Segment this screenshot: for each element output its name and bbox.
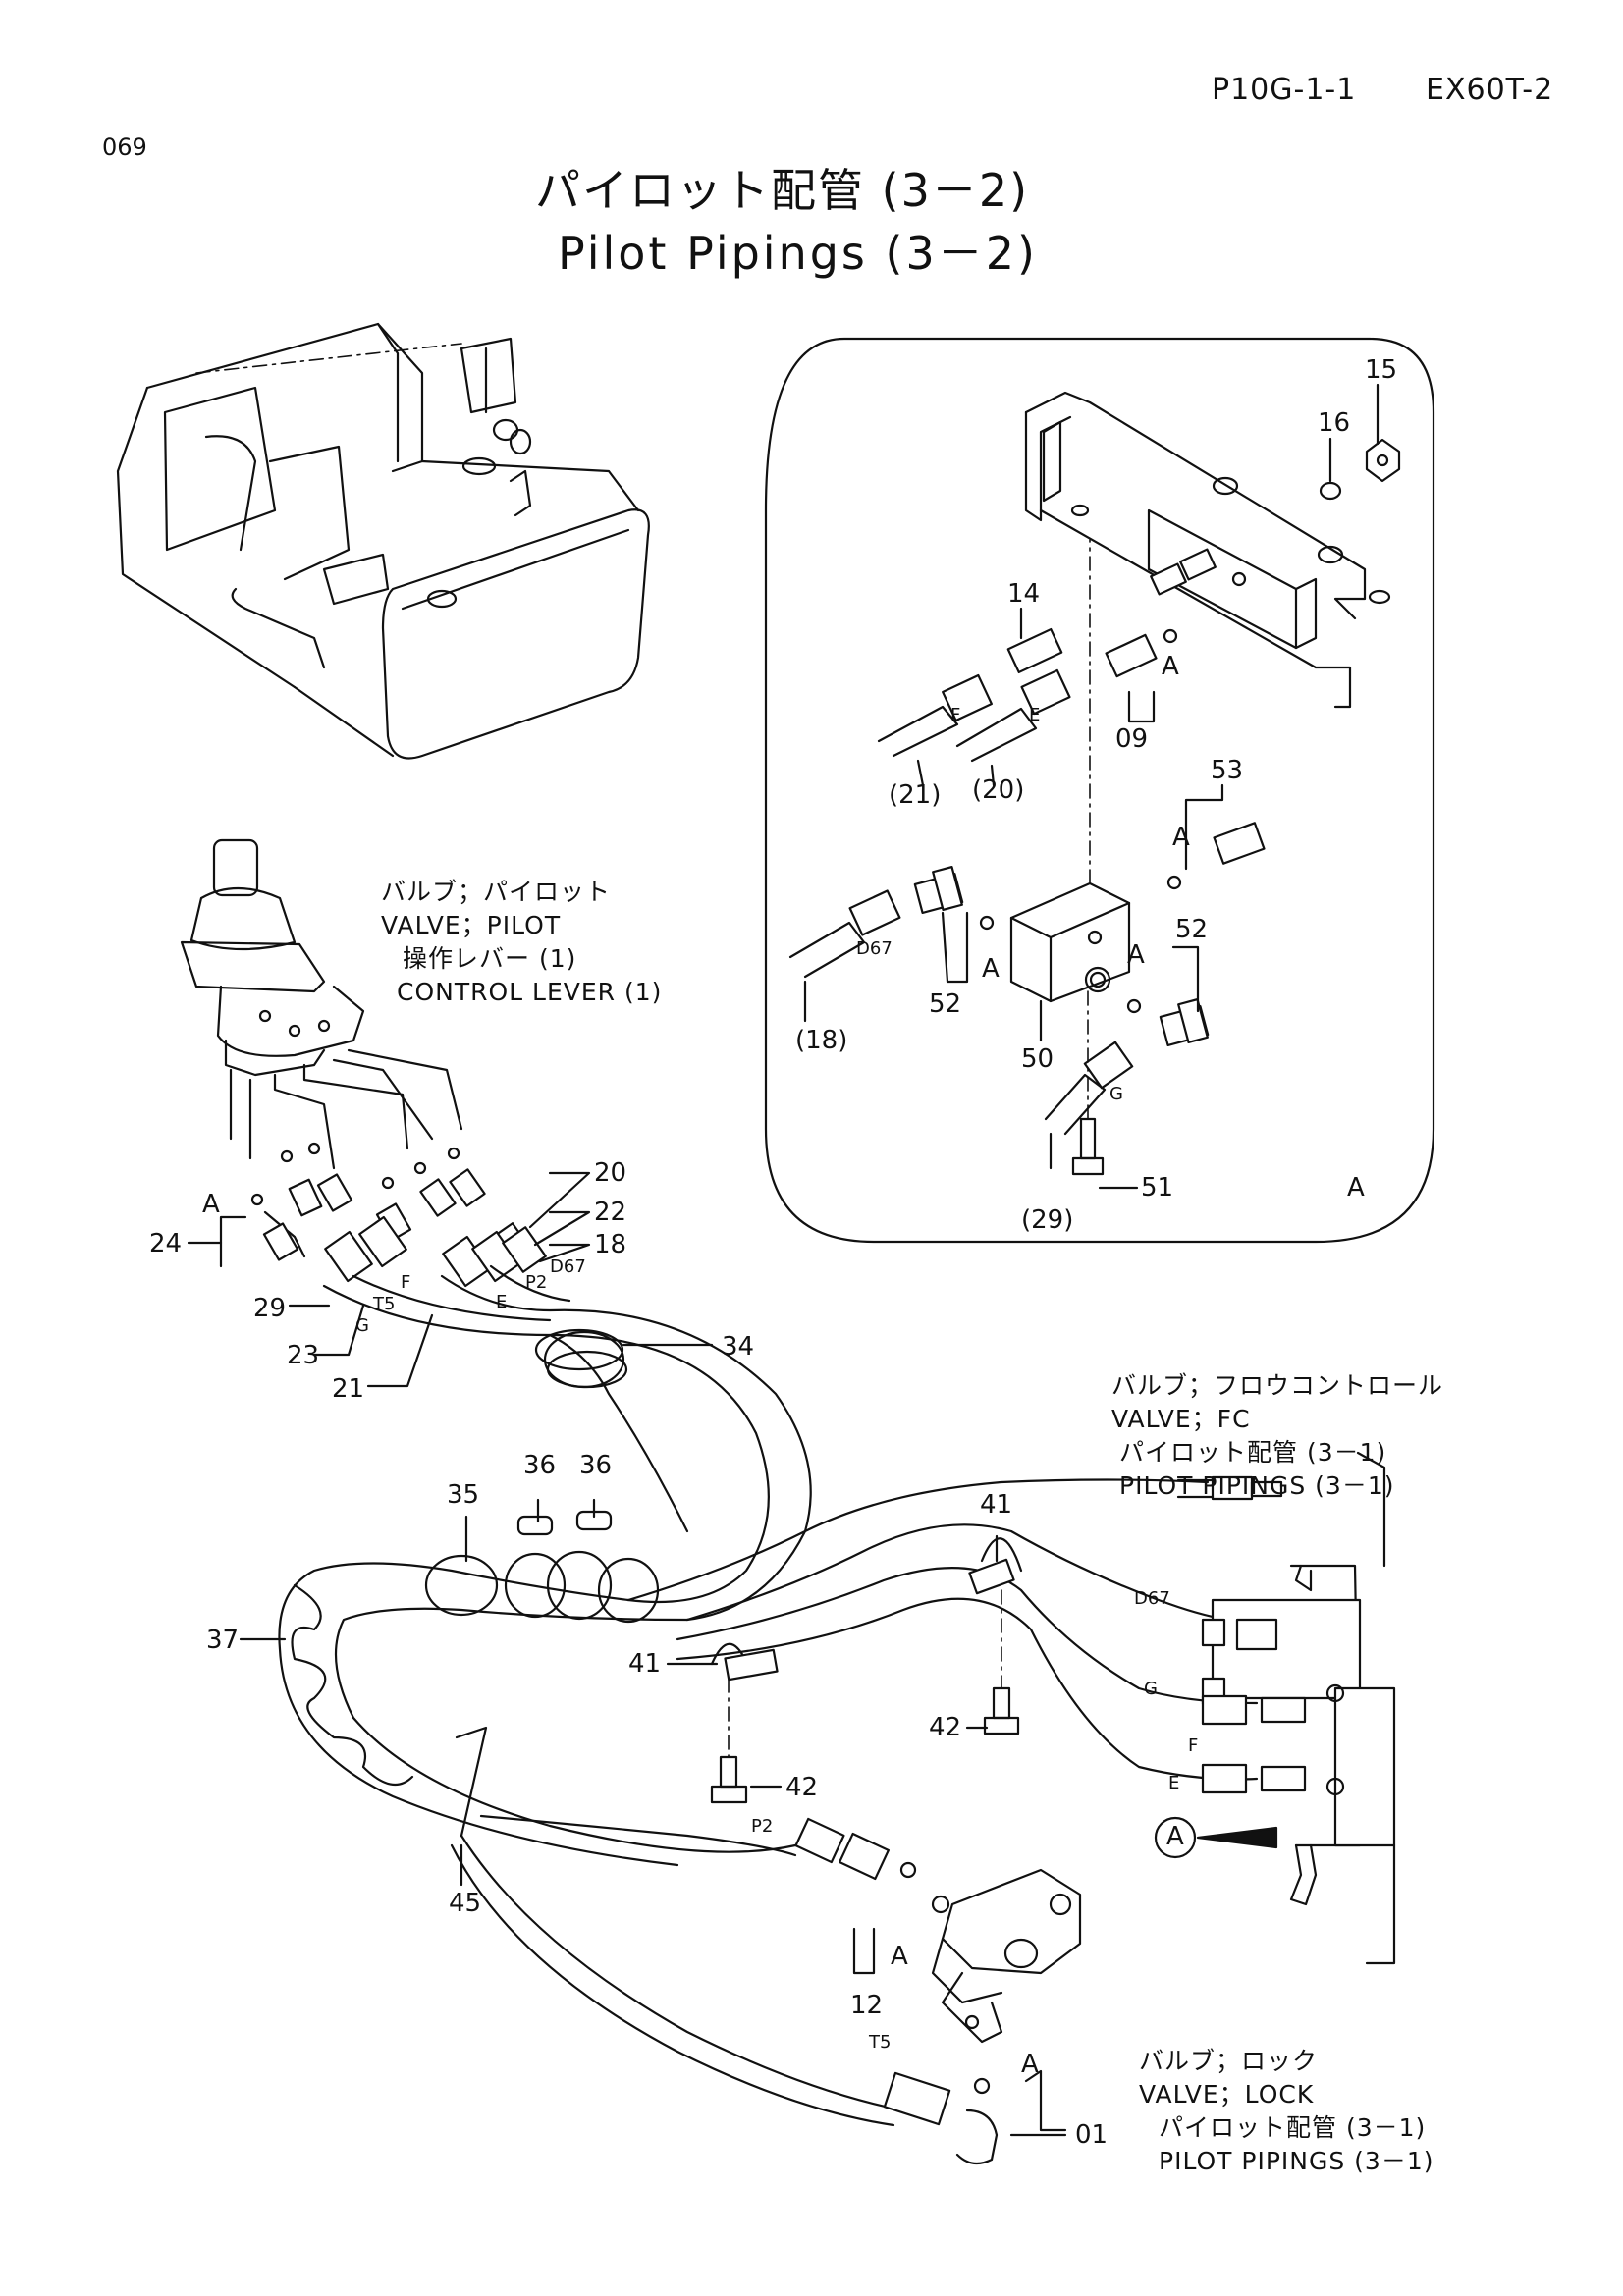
callout-21-ref: (21) — [889, 780, 942, 810]
callout-21: 21 — [332, 1374, 365, 1404]
port-e-right: E — [1168, 1773, 1180, 1793]
callout-34: 34 — [722, 1332, 755, 1362]
callout-22: 22 — [594, 1198, 627, 1227]
detail-port-e: E — [1029, 705, 1041, 725]
detail-mark-a1: A — [1162, 652, 1179, 681]
callout-29-ref: (29) — [1021, 1205, 1074, 1235]
callout-37: 37 — [206, 1626, 240, 1655]
port-d67-upper: D67 — [550, 1256, 586, 1277]
page-number: 069 — [102, 133, 147, 161]
callout-29: 29 — [253, 1294, 287, 1323]
model-code: EX60T-2 — [1426, 73, 1554, 107]
callout-52-right: 52 — [1175, 915, 1209, 944]
callout-41-lower: 41 — [628, 1649, 662, 1679]
detail-mark-a3: A — [982, 954, 1000, 984]
fc-valve-caption-en: VALVE；FC — [1111, 1405, 1251, 1433]
port-d67-right: D67 — [1134, 1588, 1170, 1609]
callout-42-left: 42 — [785, 1773, 819, 1802]
fc-valve-caption-jp: バルブ；フロウコントロール — [1111, 1371, 1444, 1400]
lock-valve-subcaption-en: PILOT PIPINGS (3－1) — [1159, 2147, 1434, 2175]
detail-mark-a4: A — [1127, 940, 1145, 970]
lock-valve-caption-jp: バルブ；ロック — [1139, 2047, 1319, 2075]
page-code: P10G-1-1 — [1212, 73, 1357, 107]
port-t5-upper: T5 — [373, 1294, 396, 1314]
title-english: Pilot Pipings (3－2) — [558, 227, 1038, 280]
callout-01: 01 — [1075, 2120, 1109, 2150]
pilot-valve-icon — [180, 838, 463, 1170]
port-t5-lower: T5 — [869, 2032, 892, 2053]
pilot-valve-caption-en: VALVE；PILOT — [381, 911, 562, 939]
fc-valve-subcaption-en: PILOT PIPINGS (3－1) — [1119, 1471, 1395, 1500]
port-e-upper: E — [496, 1292, 508, 1312]
callout-36-left: 36 — [523, 1451, 557, 1480]
callout-14: 14 — [1007, 579, 1041, 609]
port-p2-upper: P2 — [525, 1272, 548, 1293]
callout-16: 16 — [1318, 408, 1351, 438]
callout-53: 53 — [1211, 756, 1244, 785]
view-arrow-icon — [1154, 1816, 1278, 1859]
bolt-42-right — [983, 1589, 1020, 1735]
detail-port-f: F — [950, 705, 961, 725]
detail-mark-a2: A — [1172, 823, 1190, 852]
callout-36-right: 36 — [579, 1451, 613, 1480]
callout-24: 24 — [149, 1229, 183, 1258]
callout-41-upper: 41 — [980, 1490, 1013, 1520]
flow-control-valve-icon — [1176, 1475, 1396, 1906]
mark-a-lock: A — [891, 1942, 908, 1971]
lock-valve-subcaption-jp: パイロット配管 (3－1) — [1159, 2113, 1427, 2142]
pilot-valve-fittings — [250, 1142, 547, 1288]
view-arrow-label: A — [1166, 1822, 1184, 1851]
port-f-upper: F — [401, 1272, 411, 1293]
callout-12: 12 — [850, 1991, 884, 2020]
callout-18: 18 — [594, 1230, 627, 1259]
bolt-42-left — [710, 1678, 748, 1804]
port-g-upper: G — [355, 1315, 369, 1336]
port-f-right: F — [1188, 1735, 1199, 1756]
detail-bracket — [788, 391, 1401, 1176]
lock-valve-caption-en: VALVE；LOCK — [1139, 2080, 1315, 2109]
mark-a-lower: A — [1021, 2050, 1039, 2079]
callout-52-left: 52 — [929, 989, 962, 1019]
callout-23: 23 — [287, 1341, 320, 1370]
callout-15: 15 — [1365, 355, 1398, 385]
excavator-machine-icon — [116, 322, 650, 760]
pilot-valve-subcaption-en: CONTROL LEVER (1) — [397, 978, 663, 1006]
fc-valve-subcaption-jp: パイロット配管 (3－1) — [1119, 1438, 1387, 1467]
hose-bundle-icon — [278, 1264, 1259, 2127]
mark-a-upper: A — [202, 1190, 220, 1219]
detail-port-d67: D67 — [856, 938, 893, 959]
port-g-right: G — [1144, 1679, 1158, 1699]
callout-42-right: 42 — [929, 1713, 962, 1742]
detail-view-frame — [764, 337, 1435, 1244]
callout-35: 35 — [447, 1480, 480, 1510]
pilot-valve-caption-jp: バルブ；パイロット — [381, 878, 612, 906]
callout-09: 09 — [1115, 724, 1149, 754]
pilot-valve-subcaption-jp: 操作レバー (1) — [403, 944, 577, 973]
leader-lines — [187, 383, 1396, 2137]
callout-45: 45 — [449, 1889, 482, 1918]
title-japanese: パイロット配管 (3－2) — [535, 164, 1030, 217]
detail-port-g: G — [1109, 1084, 1123, 1104]
callout-50: 50 — [1021, 1044, 1055, 1074]
port-p2-lower: P2 — [751, 1816, 774, 1837]
detail-view-label: A — [1347, 1173, 1365, 1202]
callout-51: 51 — [1141, 1173, 1174, 1202]
callout-18-ref: (18) — [795, 1026, 848, 1055]
callout-20: 20 — [594, 1158, 627, 1188]
lock-valve-icon — [794, 1817, 1082, 2165]
callout-20-ref: (20) — [972, 775, 1025, 805]
